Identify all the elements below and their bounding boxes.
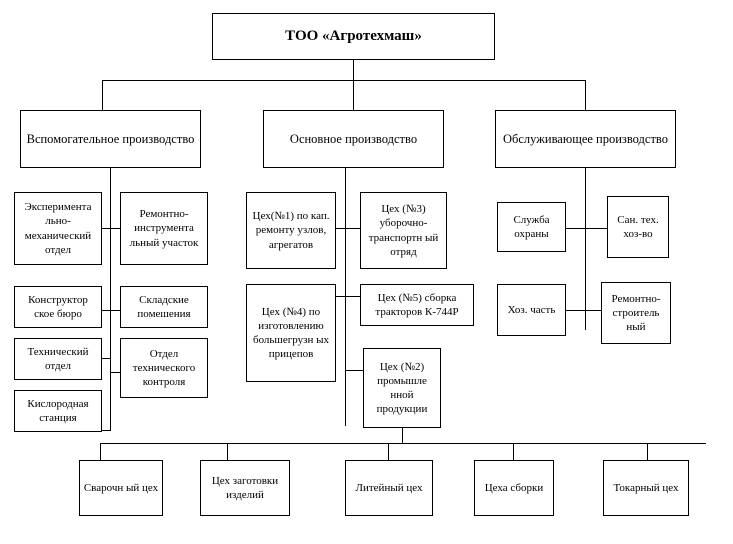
connector-stub-svc-4: [585, 310, 601, 311]
node-main-3-label: Цех (№4) по изготовлению большегрузн ых …: [252, 305, 330, 361]
node-aux-experimental-mechanical-dept[interactable]: Эксперимента льно-механический отдел: [14, 192, 102, 265]
node-aux-oxygen-station[interactable]: Кислородная станция: [14, 390, 102, 432]
node-division-auxiliary[interactable]: Вспомогательное производство: [20, 110, 201, 168]
node-main-shop1-overhaul[interactable]: Цех(№1) по кап. ремонту узлов, агрегатов: [246, 192, 336, 269]
connector-drop-auxiliary: [102, 80, 103, 110]
node-aux-repair-tool-section[interactable]: Ремонтно-инструмента льный участок: [120, 192, 208, 265]
node-aux-design-bureau[interactable]: Конструктор ское бюро: [14, 286, 102, 328]
node-svc-2-label: Сан. тех. хоз-во: [617, 213, 659, 240]
connector-stub-aux-7: [102, 430, 110, 431]
connector-stub-main-1: [336, 228, 345, 229]
node-main-2-label: Цех (№3) уборочно-транспортн ый отряд: [368, 203, 439, 258]
node-svc-4-label: Ремонтно-строитель ный: [611, 292, 661, 334]
node-main-4-label: Цех (№5) сборка тракторов К-744Р: [375, 291, 459, 318]
node-main-1-label: Цех(№1) по кап. ремонту узлов, агрегатов: [252, 210, 330, 251]
connector-stub-main-2: [345, 228, 360, 229]
connector-drop-shop-3: [388, 443, 389, 460]
node-shop-blank-production[interactable]: Цех заготовки изделий: [200, 460, 290, 516]
connector-spine-main: [345, 168, 346, 426]
node-division-main[interactable]: Основное производство: [263, 110, 444, 168]
node-aux-1-label: Эксперимента льно-механический отдел: [24, 201, 92, 256]
node-svc-3-label: Хоз. часть: [507, 303, 556, 316]
connector-stub-aux-3: [102, 310, 110, 311]
node-svc-sanitary-technical[interactable]: Сан. тех. хоз-во: [607, 196, 669, 258]
node-main-shop2-industrial-products[interactable]: Цех (№2) промышле нной продукции: [363, 348, 441, 428]
connector-level2-bus: [102, 80, 586, 81]
connector-drop-shop-4: [513, 443, 514, 460]
node-aux-4-label: Складские помешения: [137, 293, 191, 320]
connector-spine-service: [585, 168, 586, 330]
connector-stub-main-3: [336, 296, 345, 297]
node-aux-7-label: Кислородная станция: [27, 397, 89, 424]
node-aux-warehouses[interactable]: Складские помешения: [120, 286, 208, 328]
connector-drop-shop-2: [227, 443, 228, 460]
node-shop-1-label: Сварочн ый цех: [83, 481, 159, 494]
node-aux-2-label: Ремонтно-инструмента льный участок: [129, 208, 199, 249]
connector-drop-service: [585, 80, 586, 110]
node-shop-2-label: Цех заготовки изделий: [211, 474, 279, 501]
connector-stub-svc-3: [566, 310, 585, 311]
connector-stub-aux-4: [110, 310, 120, 311]
node-shop-assembly[interactable]: Цеха сборки: [474, 460, 554, 516]
node-aux-quality-control-dept[interactable]: Отдел технического контроля: [120, 338, 208, 398]
connector-drop-shop-1: [100, 443, 101, 460]
node-main-shop4-heavy-trailers[interactable]: Цех (№4) по изготовлению большегрузн ых …: [246, 284, 336, 382]
node-shop-foundry[interactable]: Литейный цех: [345, 460, 433, 516]
connector-spine-auxiliary: [110, 168, 111, 431]
connector-stub-svc-2: [585, 228, 607, 229]
node-division-service-label: Обслуживающее производство: [502, 132, 668, 146]
node-main-shop3-harvest-transport[interactable]: Цех (№3) уборочно-транспортн ый отряд: [360, 192, 447, 269]
node-svc-repair-construction[interactable]: Ремонтно-строитель ный: [601, 282, 671, 344]
node-svc-security-service[interactable]: Служба охраны: [497, 202, 566, 252]
connector-drop-main: [353, 80, 354, 110]
node-aux-3-label: Конструктор ское бюро: [28, 293, 88, 320]
connector-stub-main-5: [345, 370, 363, 371]
connector-stub-aux-5: [102, 358, 110, 359]
node-division-service[interactable]: Обслуживающее производство: [495, 110, 676, 168]
node-shop-3-label: Литейный цех: [355, 481, 423, 494]
connector-stub-main-4: [345, 296, 360, 297]
connector-shops-feed: [402, 428, 403, 443]
node-svc-household-unit[interactable]: Хоз. часть: [497, 284, 566, 336]
node-main-shop5-tractor-assembly[interactable]: Цех (№5) сборка тракторов К-744Р: [360, 284, 474, 326]
connector-drop-shop-5: [647, 443, 648, 460]
node-shop-turning[interactable]: Токарный цех: [603, 460, 689, 516]
node-aux-technical-dept[interactable]: Технический отдел: [14, 338, 102, 380]
node-shop-4-label: Цеха сборки: [484, 481, 544, 494]
connector-stub-aux-2: [110, 228, 120, 229]
connector-root-stem: [353, 60, 354, 80]
connector-stub-aux-1: [102, 228, 110, 229]
node-aux-6-label: Отдел технического контроля: [132, 347, 196, 389]
node-main-5-label: Цех (№2) промышле нной продукции: [376, 360, 428, 416]
connector-stub-svc-1: [566, 228, 585, 229]
node-root[interactable]: ТОО «Агротехмаш»: [212, 13, 495, 60]
connector-shops-bus: [100, 443, 706, 444]
node-root-label: ТОО «Агротехмаш»: [285, 27, 422, 44]
node-aux-5-label: Технический отдел: [27, 345, 89, 372]
node-shop-5-label: Токарный цех: [613, 481, 679, 494]
connector-stub-aux-6: [110, 372, 120, 373]
node-shop-welding[interactable]: Сварочн ый цех: [79, 460, 163, 516]
node-division-main-label: Основное производство: [289, 132, 418, 146]
node-svc-1-label: Служба охраны: [513, 213, 550, 240]
node-division-auxiliary-label: Вспомогательное производство: [26, 132, 195, 146]
